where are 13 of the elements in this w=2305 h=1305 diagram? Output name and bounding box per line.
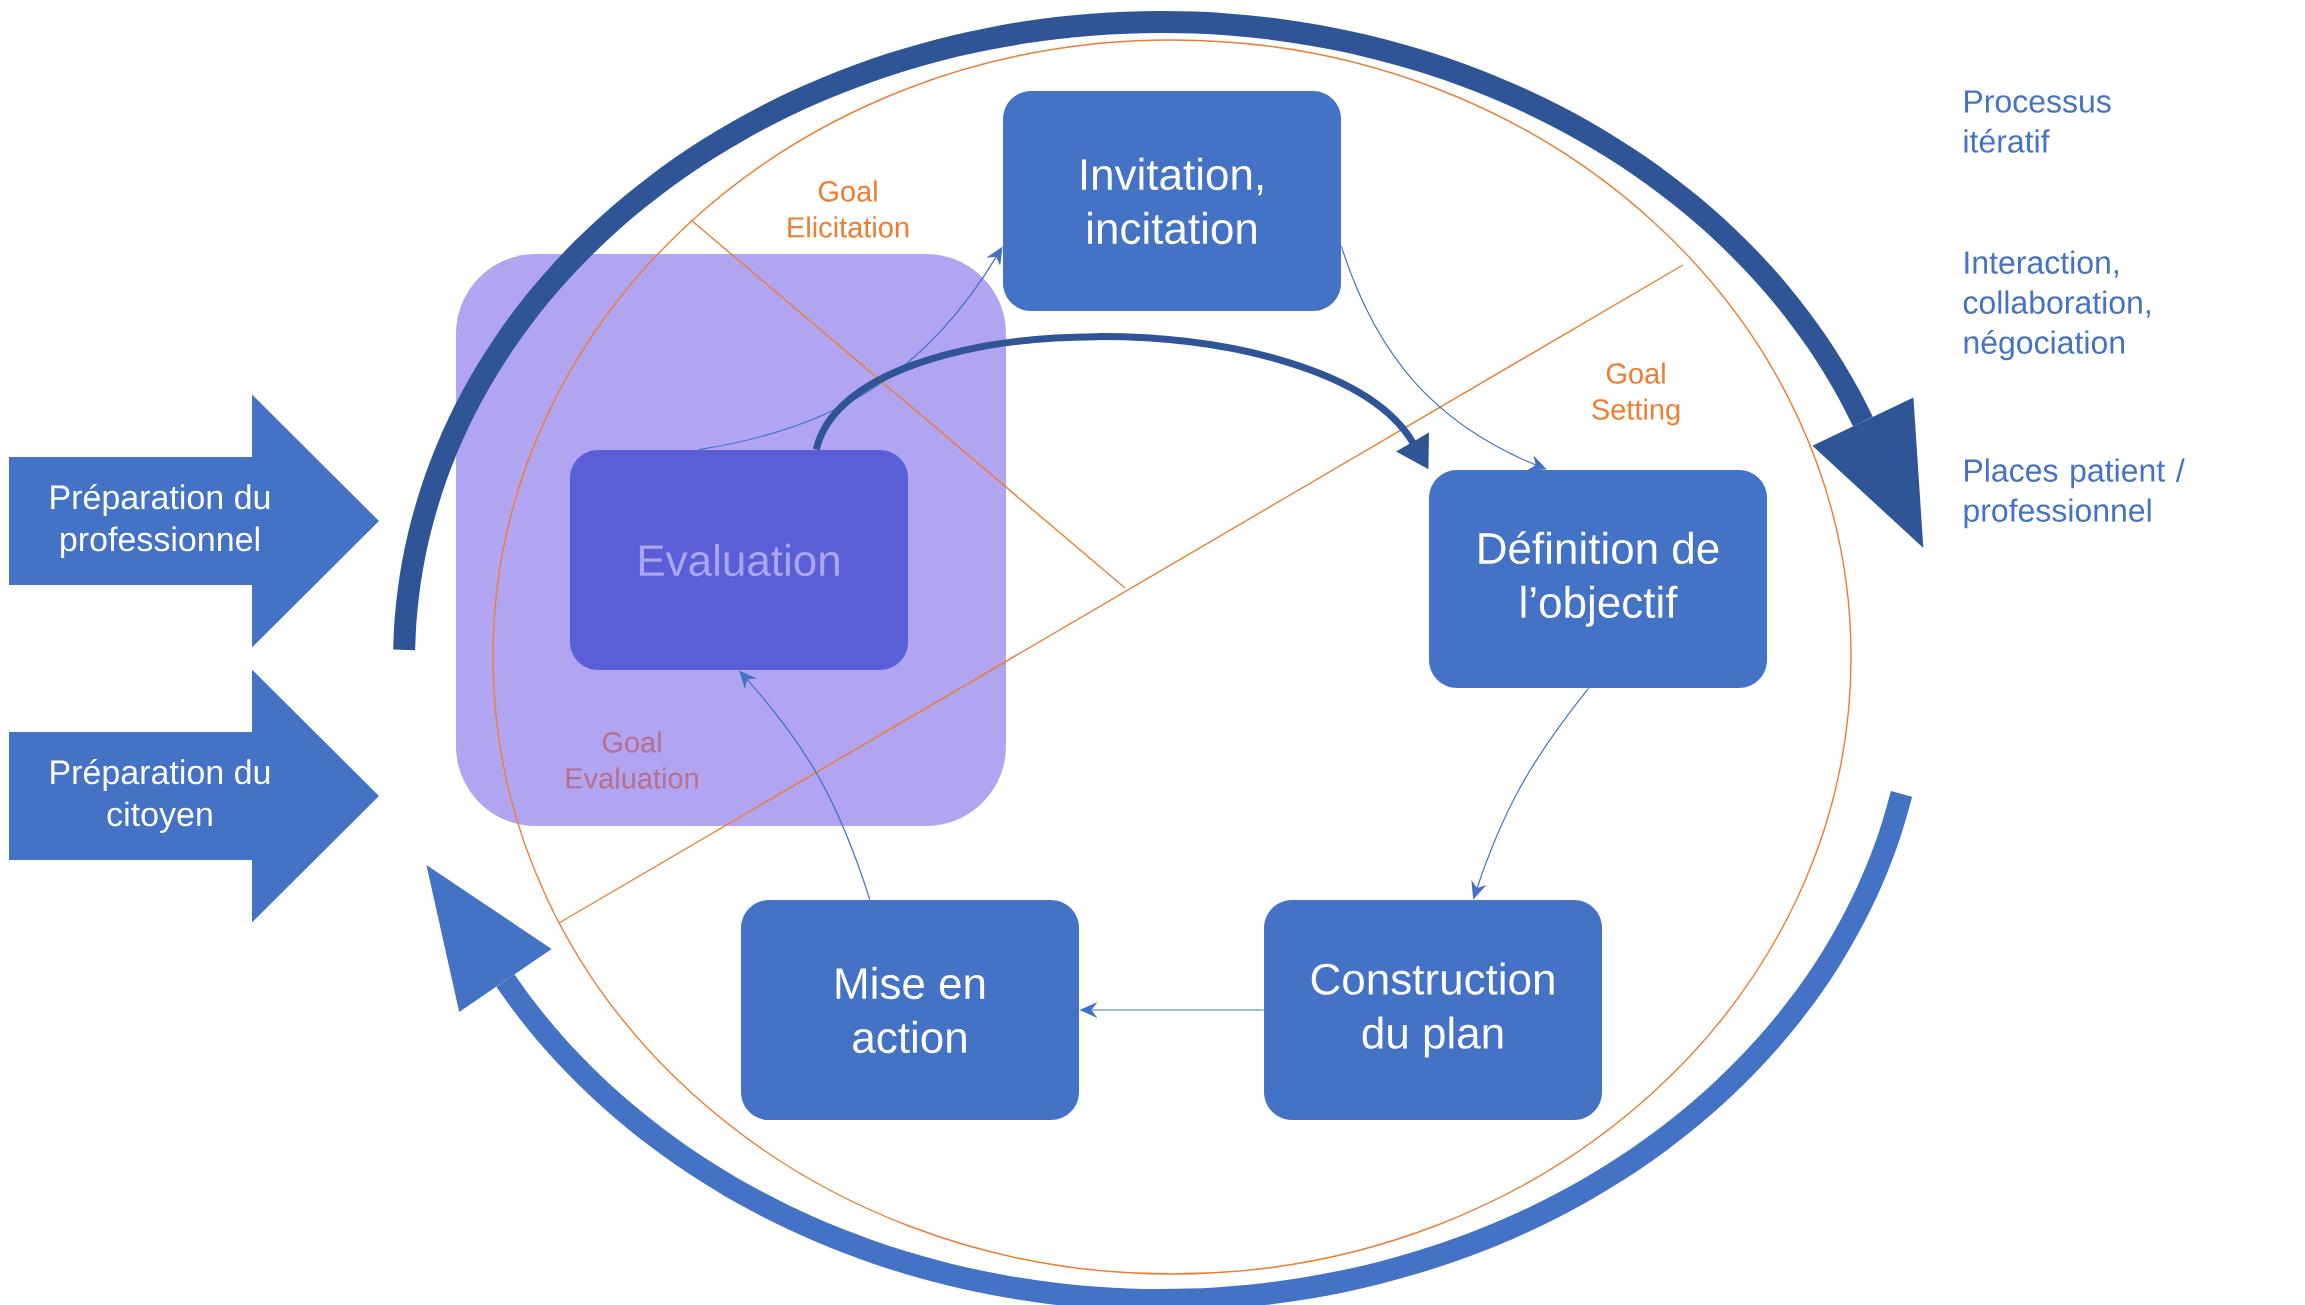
note-text: Places patient / professionnel [1964,458,2185,529]
process-box: Mise en action [741,900,1079,1120]
goal-label: Goal Evaluation [566,731,698,789]
process-box: Définition de l’objectif [1429,470,1768,688]
process-box: Evaluation [570,450,908,670]
process-box: Invitation, incitation [1003,91,1341,311]
note-text: Processus itératif [1964,90,2111,153]
goal-label: Goal Elicitation [788,180,909,238]
arrow [739,670,871,901]
process-box: Construction du plan [1264,900,1603,1120]
note-text: Interaction, collaboration, négociation [1963,250,2150,361]
arrow [1340,245,1547,471]
goal-label: Goal Setting [1592,362,1680,426]
